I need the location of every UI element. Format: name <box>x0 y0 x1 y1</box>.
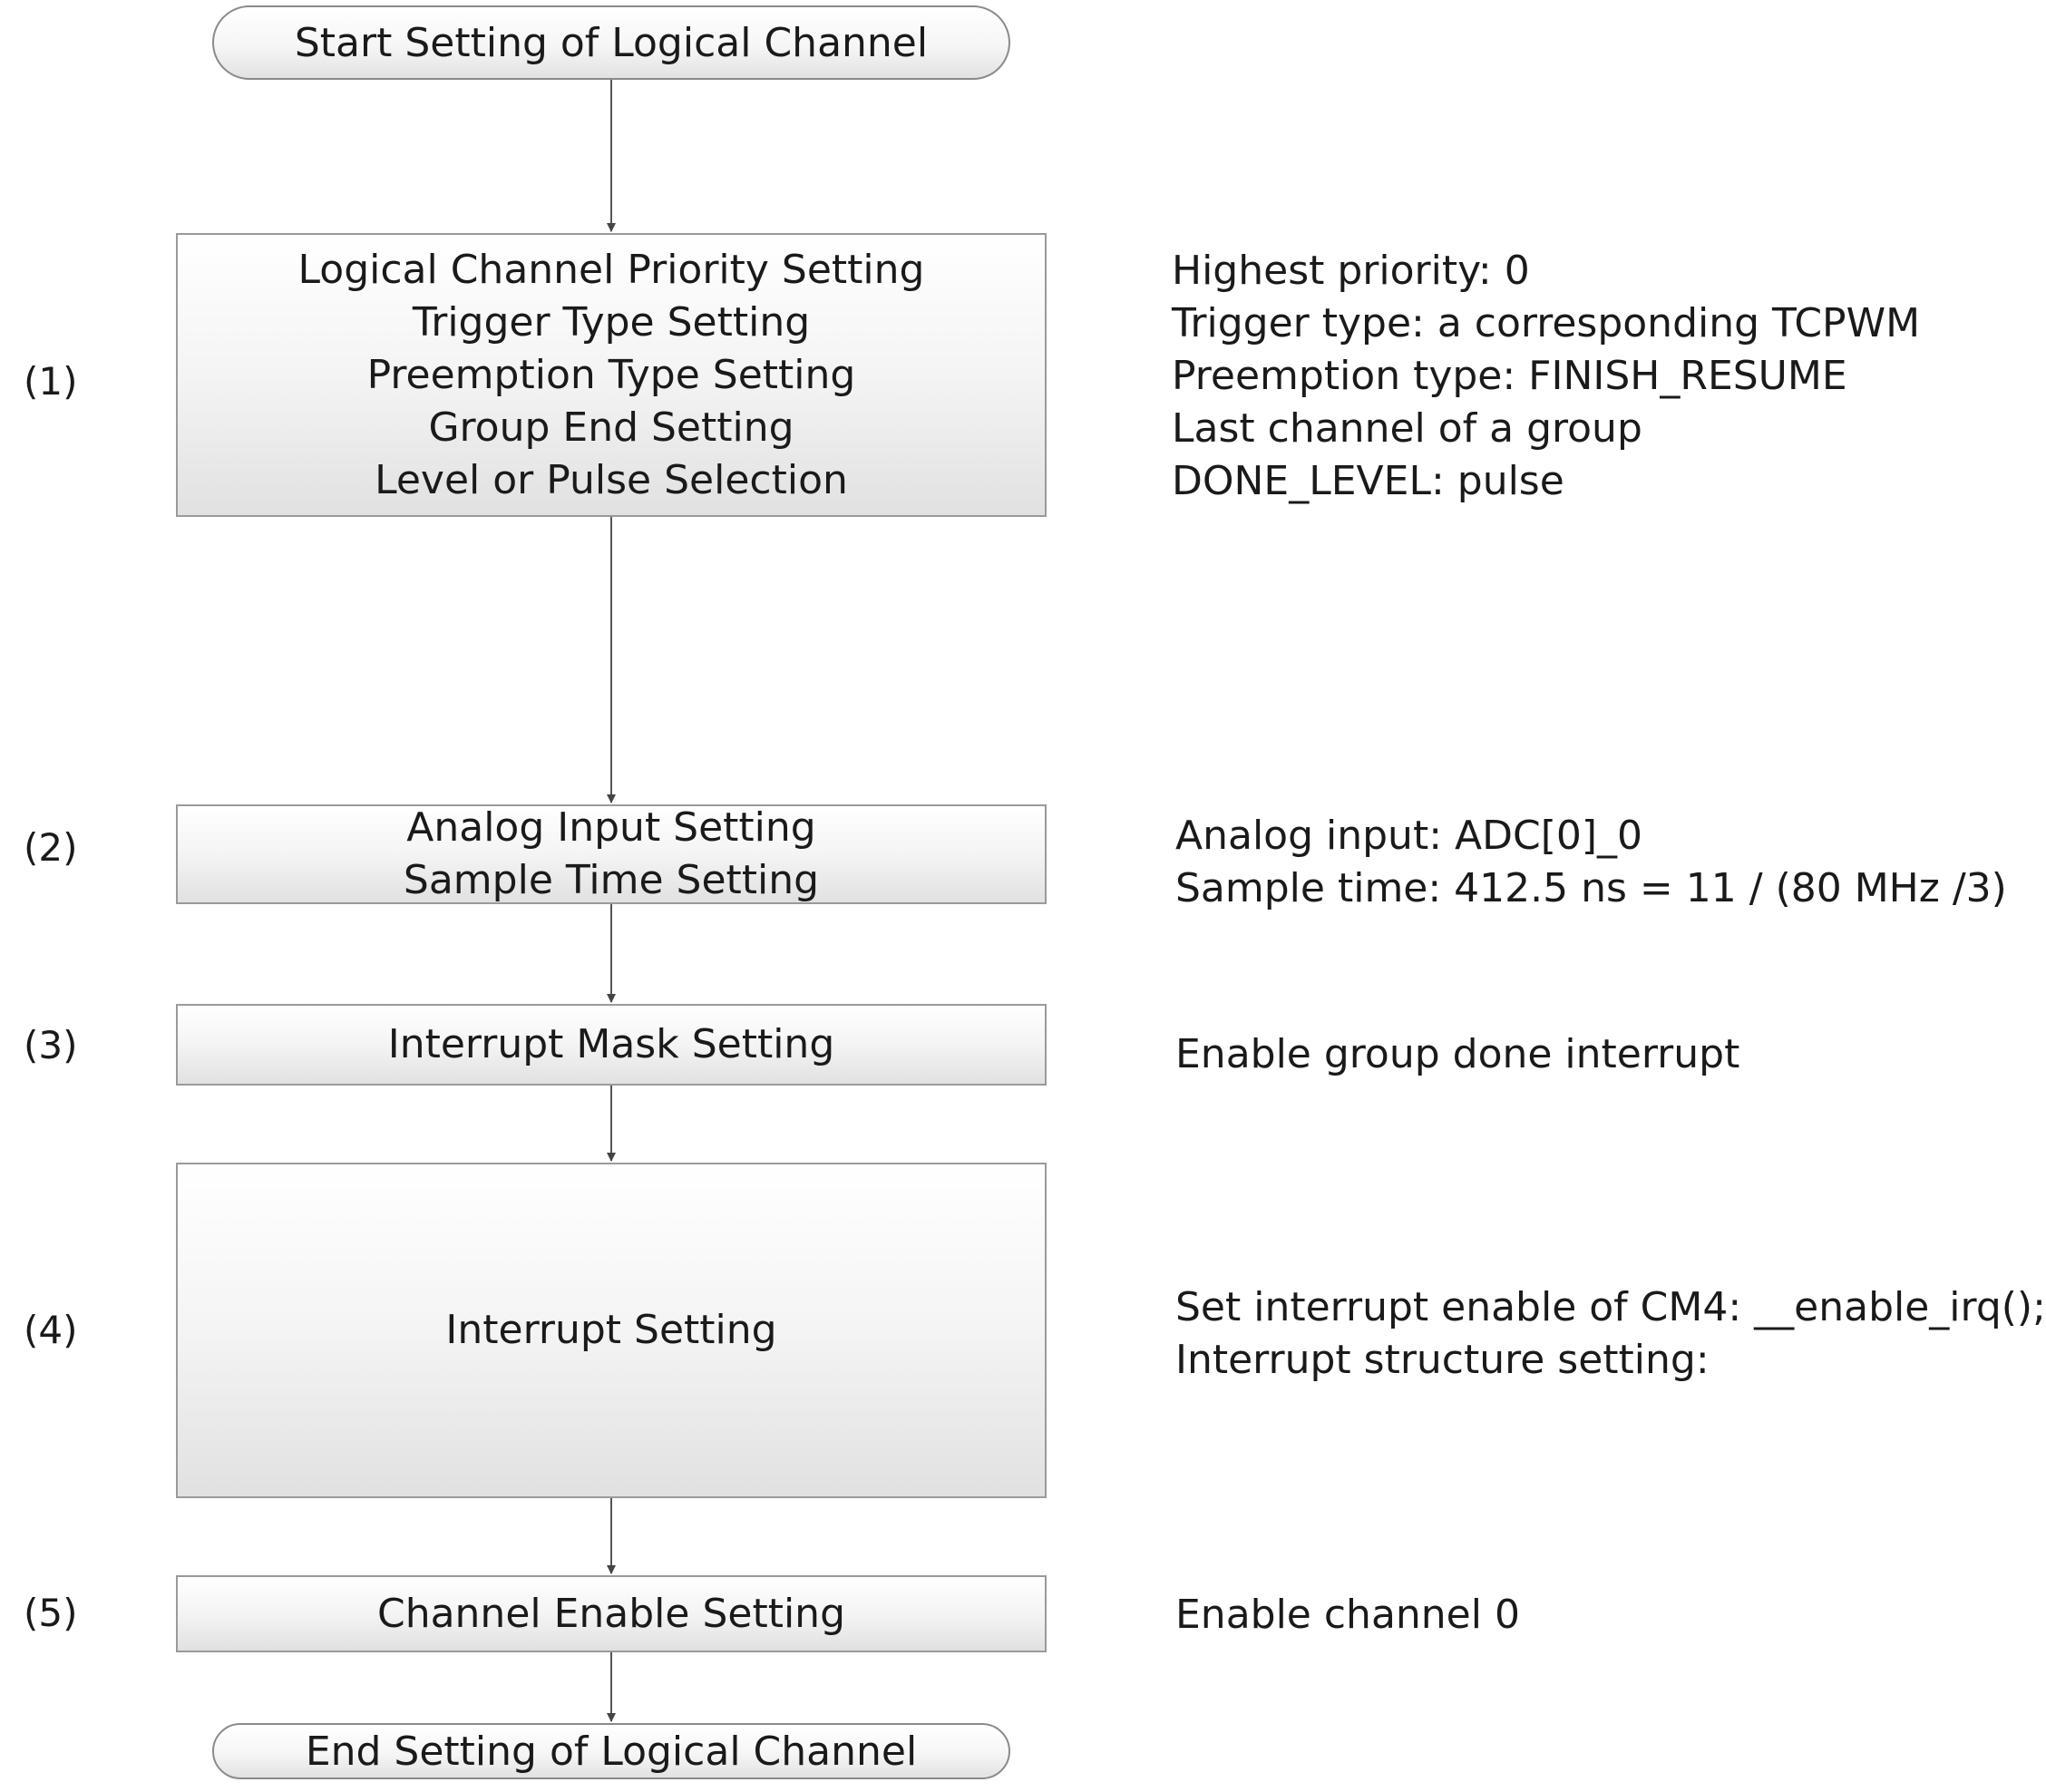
step-1-line-5: Level or Pulse Selection <box>375 456 848 503</box>
step-1-notes: Highest priority: 0 Trigger type: a corr… <box>1172 245 1920 508</box>
step-1-note-3: Preemption type: FINISH_RESUME <box>1172 353 1847 399</box>
end-terminal-label: End Setting of Logical Channel <box>305 1728 918 1775</box>
step-5-note-1: Enable channel 0 <box>1175 1592 1520 1638</box>
step-1-line-2: Trigger Type Setting <box>412 298 811 346</box>
step-2-box: Analog Input Setting Sample Time Setting <box>176 804 1047 904</box>
step-5-box: Channel Enable Setting <box>176 1575 1047 1652</box>
step-1-line-4: Group End Setting <box>428 404 794 451</box>
step-5-line-1: Channel Enable Setting <box>376 1590 846 1637</box>
step-1-note-4: Last channel of a group <box>1172 405 1642 452</box>
step-2-line-2: Sample Time Setting <box>403 857 820 903</box>
step-2-note-1: Analog input: ADC[0]_0 <box>1175 813 1643 859</box>
step-1-box: Logical Channel Priority Setting Trigger… <box>176 233 1047 517</box>
step-4-note-2: Interrupt structure setting: <box>1175 1337 1710 1383</box>
step-4-notes: Set interrupt enable of CM4: __enable_ir… <box>1175 1281 2046 1387</box>
step-4-number: (4) <box>24 1308 78 1352</box>
step-3-line-1: Interrupt Mask Setting <box>387 1021 835 1067</box>
start-terminal: Start Setting of Logical Channel <box>212 5 1010 80</box>
step-1-note-2: Trigger type: a corresponding TCPWM <box>1172 300 1921 346</box>
end-terminal: End Setting of Logical Channel <box>212 1723 1010 1779</box>
step-2-line-1: Analog Input Setting <box>406 804 816 851</box>
step-4-box: Interrupt Setting <box>176 1163 1047 1498</box>
start-terminal-label: Start Setting of Logical Channel <box>294 19 929 66</box>
step-3-notes: Enable group done interrupt <box>1175 1028 1739 1081</box>
step-4-line-1: Interrupt Setting <box>445 1307 777 1353</box>
step-3-number: (3) <box>24 1023 78 1067</box>
step-1-line-3: Preemption Type Setting <box>366 351 856 398</box>
step-2-notes: Analog input: ADC[0]_0 Sample time: 412.… <box>1175 810 2007 915</box>
step-4-note-1: Set interrupt enable of CM4: __enable_ir… <box>1175 1284 2046 1330</box>
step-5-notes: Enable channel 0 <box>1175 1589 1520 1641</box>
step-3-box: Interrupt Mask Setting <box>176 1004 1047 1086</box>
step-3-note-1: Enable group done interrupt <box>1175 1031 1740 1077</box>
step-1-number: (1) <box>24 359 78 404</box>
step-5-number: (5) <box>24 1591 78 1635</box>
step-1-line-1: Logical Channel Priority Setting <box>297 246 925 293</box>
step-2-number: (2) <box>24 825 78 870</box>
step-2-note-2: Sample time: 412.5 ns = 11 / (80 MHz /3) <box>1175 865 2007 911</box>
step-1-note-1: Highest priority: 0 <box>1172 248 1530 294</box>
step-1-note-5: DONE_LEVEL: pulse <box>1172 458 1564 504</box>
